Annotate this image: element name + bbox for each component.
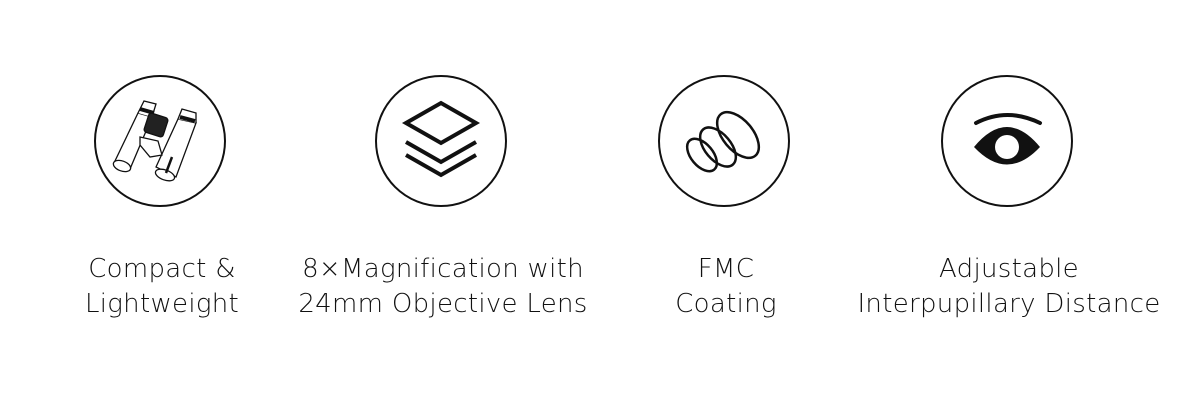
feature-magnification: 8×Magnification with 24mm Objective Lens bbox=[293, 0, 593, 400]
feature-label: Adjustable Interpupillary Distance bbox=[839, 252, 1179, 322]
feature-label-line-1: Compact & bbox=[88, 254, 236, 284]
layers-icon bbox=[375, 75, 507, 207]
feature-compact-lightweight: Compact & Lightweight bbox=[12, 0, 312, 400]
feature-label: 8×Magnification with 24mm Objective Lens bbox=[273, 252, 613, 322]
eye-icon bbox=[941, 75, 1073, 207]
binoculars-icon bbox=[94, 75, 226, 207]
feature-label-line-1: FMC bbox=[697, 254, 755, 284]
feature-label: Compact & Lightweight bbox=[0, 252, 332, 322]
feature-label-line-1: Adjustable bbox=[939, 254, 1079, 284]
lens-coating-icon bbox=[658, 75, 790, 207]
feature-label-line-1: 8×Magnification with bbox=[302, 254, 584, 284]
feature-label-line-2: Lightweight bbox=[84, 289, 240, 319]
feature-label-line-2: Coating bbox=[675, 289, 777, 319]
feature-label: FMC Coating bbox=[556, 252, 896, 322]
feature-label-line-2: Interpupillary Distance bbox=[857, 289, 1161, 319]
feature-label-line-2: 24mm Objective Lens bbox=[298, 289, 588, 319]
feature-interpupillary-distance: Adjustable Interpupillary Distance bbox=[857, 0, 1160, 400]
feature-fmc-coating: FMC Coating bbox=[576, 0, 876, 400]
